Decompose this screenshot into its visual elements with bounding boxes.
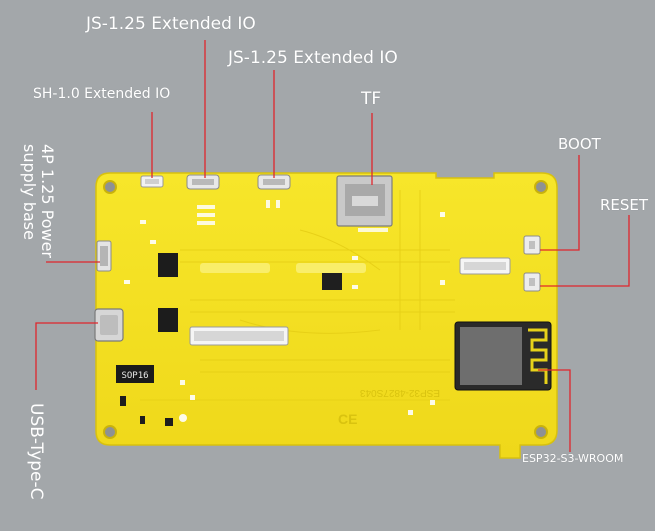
boot-button	[524, 236, 540, 254]
label-power-line1: 4P 1.25 Power	[38, 144, 56, 258]
label-tf: TF	[361, 89, 381, 109]
mounting-hole	[104, 426, 116, 438]
label-reset: RESET	[600, 196, 648, 214]
ce-mark-icon: CE	[338, 411, 357, 427]
ic-chip	[158, 253, 178, 277]
esp32-module	[455, 322, 551, 390]
sop16-label: SOP16	[121, 371, 148, 381]
fpc-connector-display	[190, 327, 288, 345]
mounting-hole	[104, 181, 116, 193]
usb-type-c-port	[95, 309, 123, 341]
pcb-board: SOP16	[95, 173, 557, 458]
js125-connector-1	[187, 175, 219, 189]
power-connector	[97, 241, 111, 271]
ic-chip	[158, 308, 178, 332]
label-sh10: SH-1.0 Extended IO	[33, 86, 170, 102]
label-js125-top: JS-1.25 Extended IO	[86, 14, 256, 34]
leader-usb	[36, 323, 98, 390]
label-power: 4P 1.25 Power supply base	[20, 144, 56, 258]
tf-card-slot	[337, 176, 392, 232]
board-model-text: ESP32-4827S043	[360, 387, 441, 398]
label-js125-mid: JS-1.25 Extended IO	[228, 48, 398, 68]
fpc-connector-touch	[460, 258, 510, 274]
reset-button	[524, 273, 540, 291]
label-esp32: ESP32-S3-WROOM	[522, 452, 623, 465]
label-usb: USB-Type-C	[26, 403, 46, 500]
mounting-hole	[535, 181, 547, 193]
label-boot: BOOT	[558, 135, 601, 153]
mounting-hole	[535, 426, 547, 438]
label-power-line2: supply base	[20, 144, 38, 258]
sop16-chip: SOP16	[116, 365, 154, 383]
